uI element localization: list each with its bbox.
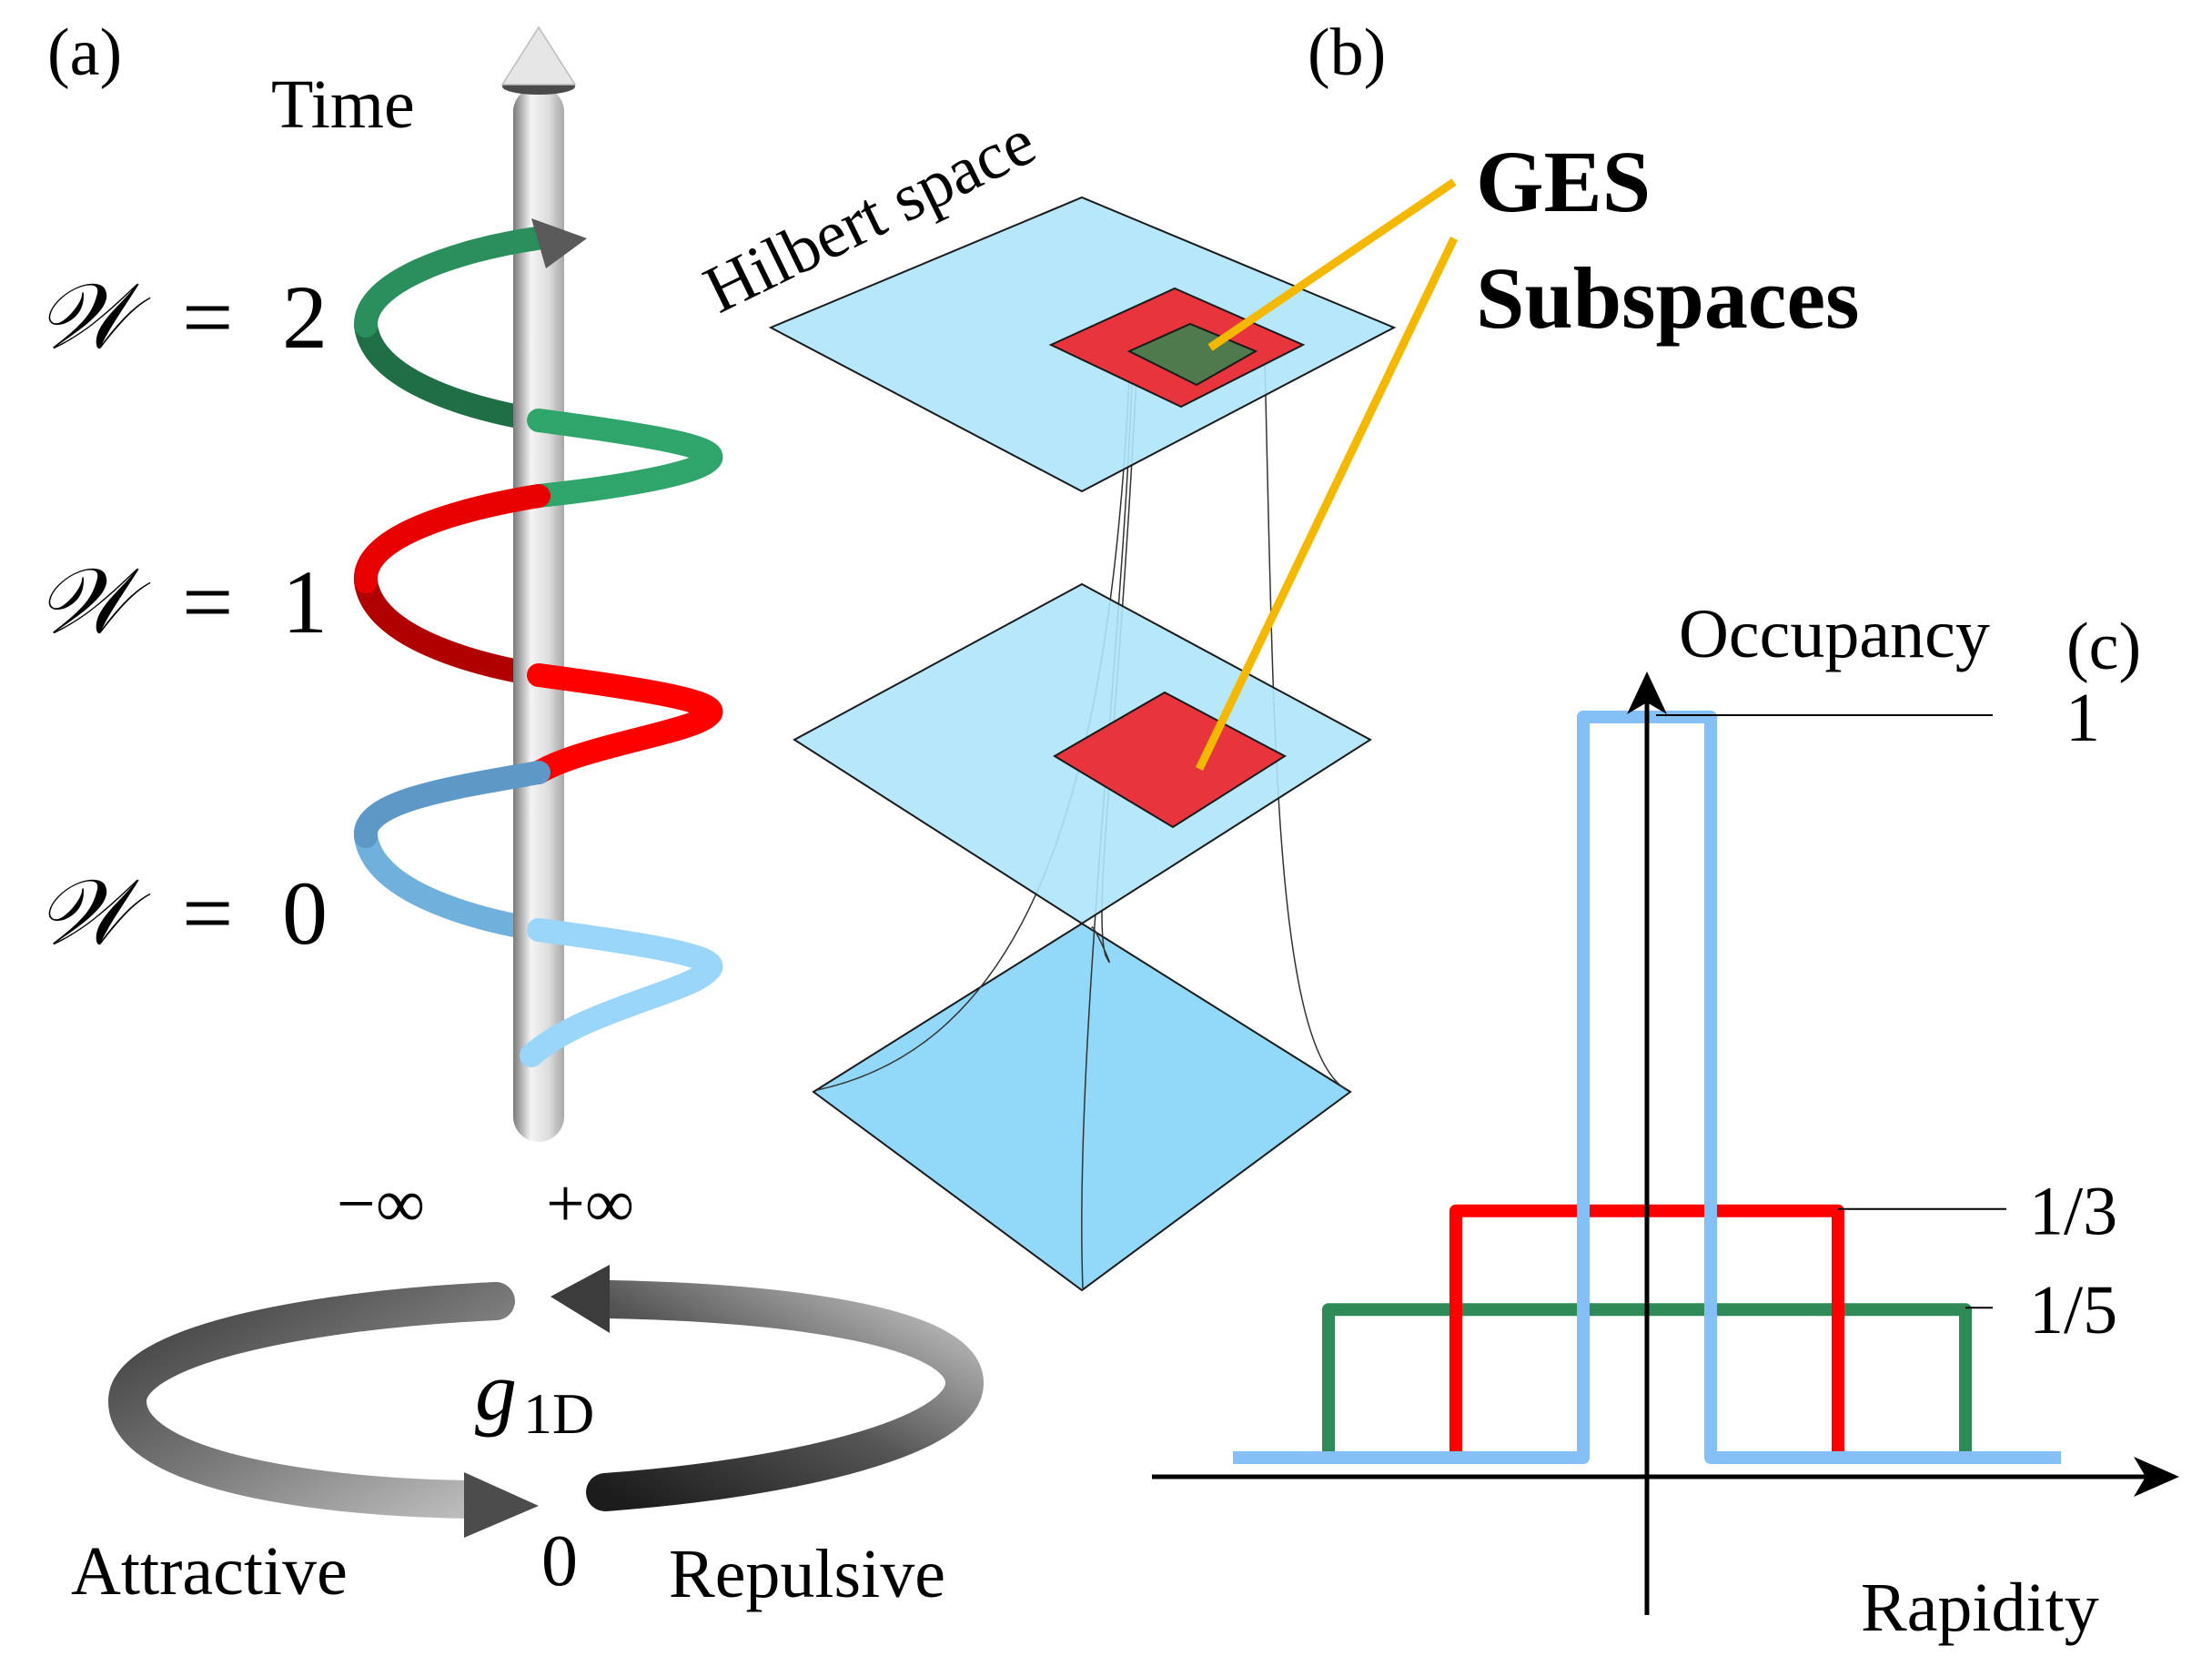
pole-shaft: [513, 86, 564, 1142]
panel-a-label: (a): [47, 15, 122, 90]
winding-value: 1: [282, 551, 328, 652]
callout-line-middle: [1195, 237, 1459, 771]
time-axis-pole: [500, 25, 577, 1142]
winding-label-1: 𝒲 = 1: [36, 551, 328, 652]
winding-symbol: 𝒲: [36, 551, 151, 652]
equals-sign: =: [182, 863, 233, 964]
neg-infinity-label: −∞: [337, 1166, 425, 1242]
tick-label: 1/3: [2029, 1174, 2117, 1250]
y-axis-label: Occupancy: [1679, 596, 1990, 672]
ring-arrow-head-icon: [550, 1265, 610, 1333]
pos-infinity-label: +∞: [546, 1166, 634, 1242]
helix-segment-w0-front: [520, 918, 723, 1067]
ges-subspace-middle: [1053, 691, 1287, 829]
tick-label: 1: [2066, 680, 2100, 756]
x-axis-arrow-icon: [2134, 1457, 2179, 1497]
winding-symbol: 𝒲: [36, 267, 151, 368]
coupling-ring: [107, 1265, 985, 1538]
helix-front: [354, 227, 723, 1067]
leader-lines: [1656, 714, 2006, 1309]
helix-segment-w0-back: [354, 824, 550, 942]
ring-arrow-head-icon: [464, 1472, 539, 1538]
panel-c-label: (c): [2066, 610, 2141, 684]
helix-segment-w1-front: [527, 663, 723, 784]
winding-symbol: 𝒲: [36, 863, 151, 964]
repulsive-label: Repulsive: [669, 1536, 945, 1612]
ges-callout-line2: Subspaces: [1476, 249, 1860, 347]
callout-line-top: [1207, 178, 1457, 351]
coupling-symbol: g: [475, 1345, 517, 1438]
panel-b-label: (b): [1308, 15, 1386, 90]
helix-segment-w0-top: [354, 761, 550, 848]
attractive-label: Attractive: [71, 1533, 348, 1610]
y-axis-arrow-icon: [1627, 671, 1667, 714]
helix-back: [354, 314, 550, 942]
helix-segment-w2-front: [527, 409, 723, 508]
x-axis-label: Rapidity: [1861, 1570, 2099, 1646]
winding-value: 2: [282, 267, 328, 368]
ring-arc-repulsive: [586, 1280, 985, 1511]
time-arrow-head-icon: [500, 25, 577, 86]
zero-coupling-label: 0: [541, 1521, 578, 1601]
winding-value: 0: [282, 863, 328, 964]
tick-labels: 1 1/3 1/5: [2029, 680, 2117, 1348]
tick-label: 1/5: [2029, 1272, 2117, 1348]
occupancy-chart: Occupancy Rapidity 1 1/3 1/5: [1152, 596, 2179, 1646]
winding-label-0: 𝒲 = 0: [36, 863, 328, 964]
helix-segment-w2-top: [354, 227, 549, 338]
time-axis-label: Time: [271, 66, 415, 143]
winding-label-2: 𝒲 = 2: [36, 267, 328, 368]
coupling-subscript: 1D: [523, 1381, 594, 1446]
helix-segment-w2-back: [354, 314, 550, 432]
connection-curve: [1264, 358, 1348, 1091]
ges-callout-line1: GES: [1476, 133, 1651, 230]
ring-arc-attractive: [107, 1282, 515, 1519]
helix-segment-w1-top: [354, 484, 550, 593]
equals-sign: =: [182, 551, 233, 652]
equals-sign: =: [182, 267, 233, 368]
helix-segment-w1-back: [354, 570, 550, 687]
hilbert-plane-bottom: [812, 922, 1352, 1292]
helix-arrow-head-icon: [531, 218, 587, 268]
